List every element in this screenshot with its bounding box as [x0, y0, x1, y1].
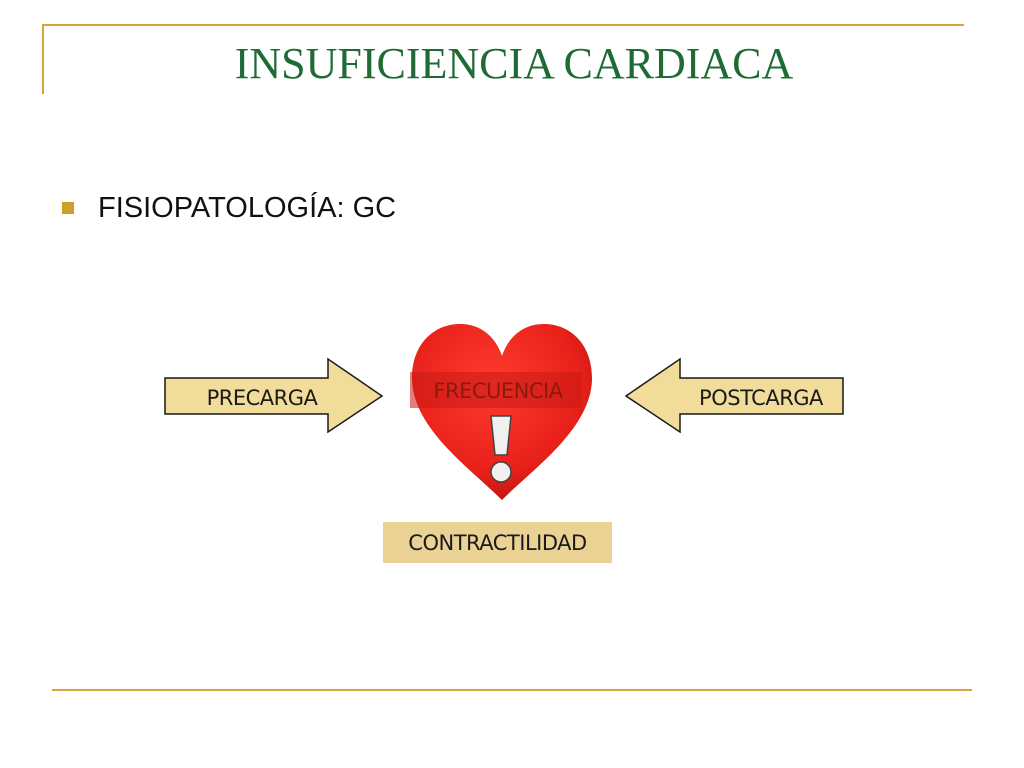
postcarga-label: POSTCARGA [699, 386, 824, 410]
left-rule [42, 24, 44, 94]
precarga-arrow-shape [164, 357, 384, 434]
precarga-arrow: PRECARGA [164, 357, 384, 434]
top-rule [42, 24, 964, 26]
exclamation-icon [490, 415, 512, 483]
bottom-rule [52, 689, 972, 691]
postcarga-arrow-shape [624, 357, 844, 434]
bullet-square-icon [62, 202, 74, 214]
heart-shape [412, 324, 592, 500]
contractilidad-box: CONTRACTILIDAD [383, 522, 612, 563]
precarga-label: PRECARGA [207, 386, 319, 410]
bullet-item: FISIOPATOLOGÍA: GC [62, 190, 396, 226]
bullet-text: FISIOPATOLOGÍA: GC [98, 191, 397, 224]
frecuencia-label: FRECUENCIA [433, 379, 563, 403]
postcarga-arrow: POSTCARGA [624, 357, 844, 434]
heart-label-band [410, 372, 582, 408]
heart-icon: FRECUENCIA [410, 324, 592, 500]
slide-title: INSUFICIENCIA CARDIACA [234, 39, 794, 88]
